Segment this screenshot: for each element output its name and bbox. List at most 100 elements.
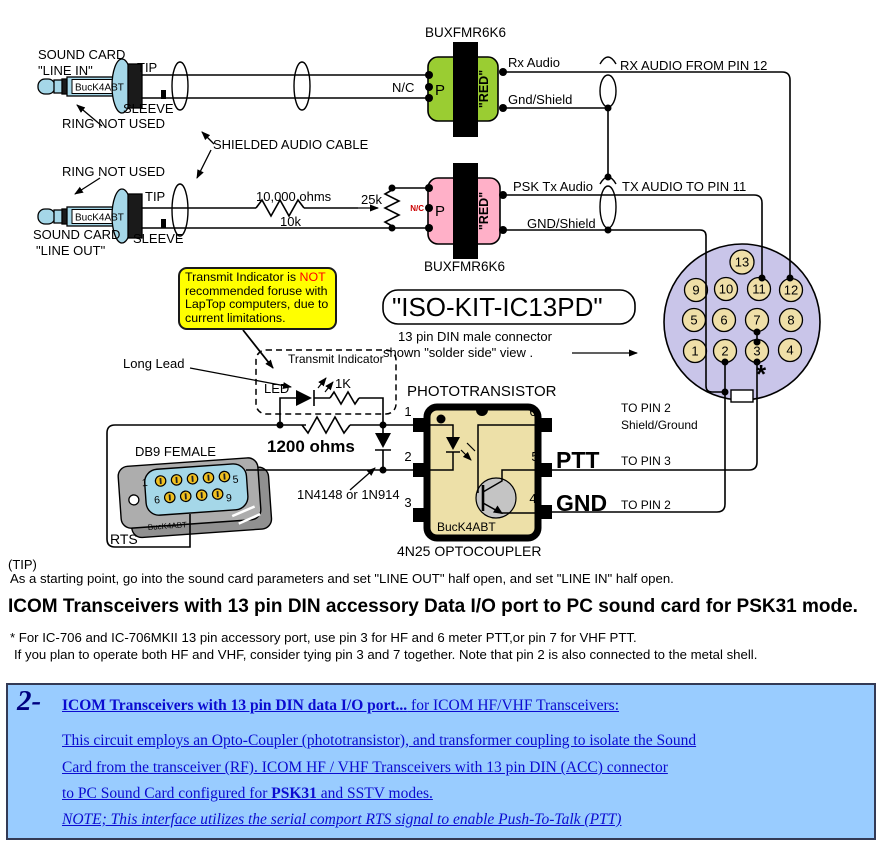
optocoupler-4n25-icon (413, 403, 552, 542)
tip-label-2: TIP (145, 189, 165, 204)
tx-red-label: "RED" (477, 192, 491, 230)
leader-arrows (74, 104, 638, 491)
desc-line4c: and SSTV modes. (316, 785, 433, 802)
cable-shield-loops (171, 56, 617, 237)
ptt-label: PTT (556, 447, 599, 473)
diode-1n4148-symbol (375, 433, 391, 448)
rx-red-label: "RED" (477, 70, 491, 108)
db9-connector-icon: 1 5 6 9 BucK4ABT (117, 457, 273, 539)
warning-line2: recommended foruse with (185, 283, 328, 298)
resistor-1200-symbol (301, 415, 351, 435)
phototransistor-symbol (475, 477, 517, 519)
line-out-label-1: SOUND CARD (33, 227, 120, 242)
line-in-label-2: "LINE IN" (38, 63, 93, 78)
warning-line1: Transmit Indicator is (185, 270, 300, 284)
page-title: ICOM Transceivers with 13 pin DIN access… (8, 596, 858, 617)
line-in-label-1: SOUND CARD (38, 47, 125, 62)
phototransistor-label: PHOTOTRANSISTOR (407, 383, 557, 400)
ring-label-2: RING NOT USED (62, 164, 165, 179)
db9-pin5-label: 5 (232, 474, 239, 486)
led-emit-arrows-icon (317, 377, 334, 393)
transmit-indicator-label: Transmit Indicator (288, 352, 384, 366)
din-pin-4-label: 4 (786, 343, 793, 358)
tx-audio-label: PSK Tx Audio (513, 179, 593, 194)
din-pin-2-label: 2 (721, 344, 728, 359)
desc-line1: ICOM Transceivers with 13 pin DIN data I… (62, 697, 619, 715)
din-pin-12-label: 12 (784, 283, 798, 298)
tx-nc-label: N/C (410, 204, 424, 213)
db9-pin6-label: 6 (154, 494, 161, 506)
footnote-line1: * For IC-706 and IC-706MKII 13 pin acces… (10, 630, 637, 645)
opto-pin5-label: 5 (531, 449, 538, 464)
opto-brand-label: BucK4ABT (437, 520, 496, 534)
iso-kit-title: "ISO-KIT-IC13PD" (392, 292, 603, 322)
junction-dots (276, 68, 794, 474)
led-symbol (296, 390, 312, 406)
ring-label-1: RING NOT USED (62, 116, 165, 131)
opto-pin3-label: 3 (404, 495, 411, 510)
desc-line1-rest: for ICOM HF/VHF Transceivers: (407, 697, 620, 714)
footnote-line2: If you plan to operate both HF and VHF, … (14, 647, 758, 662)
led-label: LED (264, 381, 289, 396)
audio-plug-line-out-icon (37, 188, 166, 244)
resistor-1200-label: 1200 ohms (267, 437, 355, 456)
audio-plug-line-in-icon (37, 58, 166, 114)
sleeve-label-1: SLEEVE (123, 101, 174, 116)
warning-line4: current limitations. (185, 310, 286, 325)
rx-xfmr-label: BUXFMR6K6 (425, 25, 506, 40)
shielded-cable-label: SHIELDED AUDIO CABLE (213, 137, 369, 152)
din-note-1: 13 pin DIN male connector (398, 329, 553, 344)
db9-pin9-label: 9 (226, 492, 233, 504)
din-pin-1-label: 1 (691, 344, 698, 359)
desc-line4a: to PC Sound Card configured for (62, 785, 272, 802)
rx-route-label: RX AUDIO FROM PIN 12 (620, 58, 767, 73)
rx-nc-label: N/C (392, 80, 414, 95)
opto-pin6-label: 6 (529, 404, 536, 419)
iso-kit-title-box (382, 289, 636, 325)
din-pin-7-label: 7 (753, 313, 760, 328)
rts-label: RTS (110, 531, 138, 547)
rx-gnd-label: Gnd/Shield (508, 92, 572, 107)
din-13-connector-icon: 13 9 10 11 12 5 6 7 8 1 2 3 4 * (663, 243, 821, 403)
warning-line3: LapTop computers, due to (185, 297, 329, 312)
tx-gnd-label: GND/Shield (527, 216, 596, 231)
desc-line5: NOTE; This interface utilizes the serial… (62, 811, 621, 829)
opto-pin4-label: 4 (529, 491, 536, 506)
din-pin-3-label: 3 (753, 344, 760, 359)
asterisk-note-marker: * (756, 359, 767, 389)
din-pin-5-label: 5 (690, 313, 697, 328)
resistor-10k-label: 10k (280, 214, 301, 229)
plug1-brand-label: BucK4ABT (75, 83, 124, 94)
desc-line2: This circuit employs an Opto-Coupler (ph… (62, 732, 697, 749)
description-panel: 2- ICOM Transceivers with 13 pin DIN dat… (6, 683, 876, 840)
route-pin3-label: TO PIN 3 (621, 454, 671, 468)
section-number: 2- (17, 685, 42, 717)
db9-title-label: DB9 FEMALE (135, 444, 216, 459)
laptop-warning-note: Transmit Indicator is NOT recommended fo… (178, 267, 337, 330)
din-pin-13-label: 13 (735, 255, 749, 270)
rx-transformer-icon (427, 42, 499, 137)
rx-primary-label: P (435, 82, 445, 99)
din-pin-8-label: 8 (787, 313, 794, 328)
route-shield-label: Shield/Ground (621, 418, 698, 432)
desc-line5a: NOTE; This interface utilizes the serial (62, 811, 307, 828)
opto-pin2-label: 2 (404, 449, 411, 464)
long-lead-label: Long Lead (123, 356, 184, 371)
rx-audio-label: Rx Audio (508, 55, 560, 70)
tx-route-label: TX AUDIO TO PIN 11 (622, 179, 746, 194)
plug2-brand-label: BucK4ABT (75, 213, 124, 224)
din-pin-9-label: 9 (692, 283, 699, 298)
gnd-label: GND (556, 490, 607, 516)
warning-not: NOT (299, 270, 326, 284)
sleeve-label-2: SLEEVE (133, 231, 184, 246)
db9-pin1-label: 1 (141, 477, 148, 489)
led-light-arrows-icon (460, 442, 476, 461)
tx-xfmr-label: BUXFMR6K6 (424, 259, 505, 274)
tx-primary-label: P (435, 203, 445, 220)
opto-pin1-label: 1 (404, 404, 411, 419)
tip-heading: (TIP) (8, 557, 37, 572)
din-pin-11-label: 11 (752, 282, 766, 297)
route-pin2a-label: TO PIN 2 (621, 401, 671, 415)
